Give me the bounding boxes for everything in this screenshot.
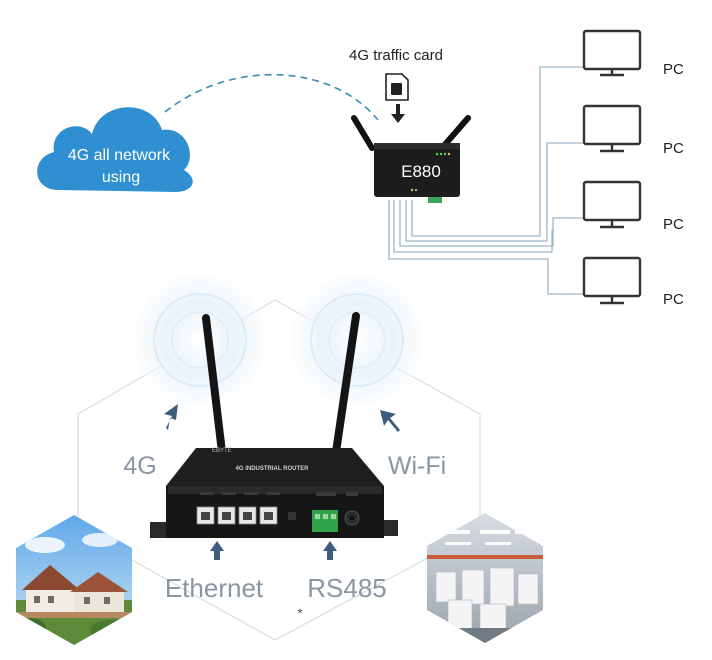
arrow-wifi [380,410,400,432]
card-label: 4G traffic card [349,47,443,64]
label-4g: 4G [123,452,156,480]
arrow-ethernet [210,541,224,560]
label-wifi: Wi-Fi [388,452,446,480]
cloud-label-line2: using [102,169,140,186]
pc-label-3: PC [663,216,684,233]
router-e880 [351,115,471,203]
sim-card-icon [385,73,409,101]
arrow-rs485 [323,541,337,560]
rs485-terminal [312,510,338,532]
house-photo [16,515,132,645]
ethernet-cables [388,66,584,295]
factory-photo [427,513,543,643]
industrial-router [150,448,398,538]
pc-monitor-1 [582,29,642,77]
hexagon-frame [77,299,481,641]
router-antennas [202,312,360,456]
pc-monitor-4 [582,256,642,305]
router-brand: EBYTE [212,448,232,454]
label-ethernet: Ethernet [165,573,264,603]
dashed-4g-link [164,73,379,121]
signal-glow-4g [134,274,266,406]
router-model: 4G INDUSTRIAL ROUTER [236,466,310,472]
pc-label-2: PC [663,140,684,157]
cloud-label-line1: 4G all network [68,147,171,164]
card-arrow [391,104,405,123]
pc-monitor-2 [582,104,642,153]
pc-monitor-3 [582,180,642,229]
signal-glow-wifi [291,274,423,406]
router-e880-label: E880 [401,162,441,181]
label-rs485: RS485 [307,573,387,603]
pc-label-4: PC [663,291,684,308]
arrow-4g [164,404,178,430]
pc-label-1: PC [663,61,684,78]
asterisk-mark: * [297,605,303,621]
cloud-icon [37,107,193,192]
